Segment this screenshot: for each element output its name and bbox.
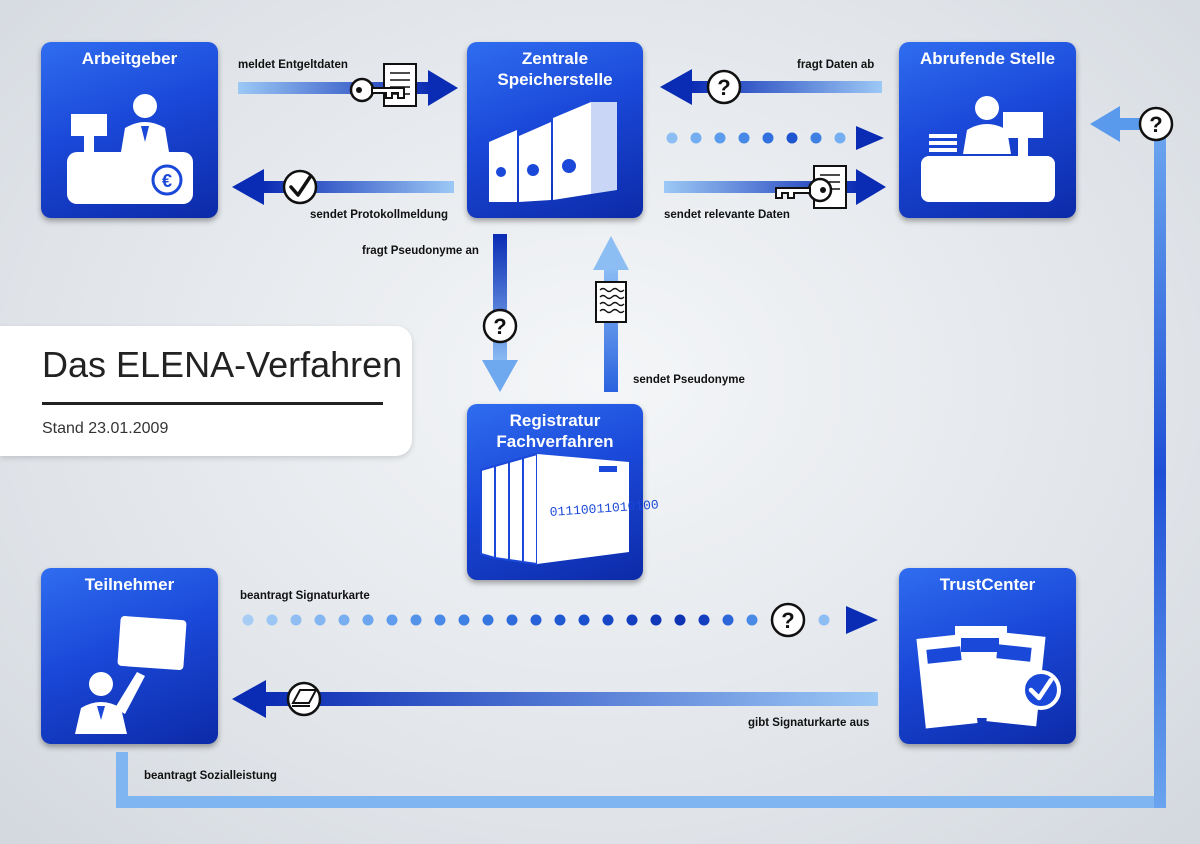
node-title: Registratur Fachverfahren (467, 410, 643, 452)
label-sendet-pseudonyme: sendet Pseudonyme (633, 374, 745, 386)
office-desk-icon (921, 96, 1055, 202)
label-sendet-relevante-daten: sendet relevante Daten (664, 209, 790, 221)
node-arbeitgeber[interactable]: Arbeitgeber € (41, 42, 218, 218)
server-cabinets-icon (489, 102, 617, 202)
cashier-desk-icon: € (67, 94, 193, 204)
checkmark-icon (282, 169, 318, 205)
arrow-sendet-protokollmeldung (232, 169, 454, 205)
node-title: Zentrale Speicherstelle (467, 48, 643, 90)
node-trustcenter[interactable]: TrustCenter (899, 568, 1076, 744)
arrow-gibt-signaturkarte (232, 680, 878, 718)
label-fragt-daten-ab: fragt Daten ab (797, 59, 875, 71)
label-beantragt-signaturkarte: beantragt Signaturkarte (240, 590, 370, 602)
file-folders-icon: 01110011010100 (480, 452, 659, 566)
arrow-meldet-entgeltdaten (238, 70, 458, 106)
dotted-arrow-to-abrufende (666, 126, 884, 150)
person-with-card-icon (75, 616, 187, 734)
signature-card-icon (286, 681, 322, 717)
node-title: Teilnehmer (84, 575, 175, 594)
label-beantragt-sozialleistung: beantragt Sozialleistung (144, 770, 277, 782)
node-abrufende-stelle[interactable]: Abrufende Stelle (899, 42, 1076, 218)
title-panel: Das ELENA-Verfahren Stand 23.01.2009 (0, 326, 412, 456)
question-badge-sozialleistung: ? (1138, 106, 1174, 142)
svg-text:?: ? (781, 608, 794, 633)
arrow-fragt-daten-ab (660, 69, 882, 105)
label-meldet-entgeltdaten: meldet Entgeltdaten (238, 59, 348, 71)
node-title: Abrufende Stelle (919, 49, 1056, 68)
label-sendet-protokollmeldung: sendet Protokollmeldung (310, 209, 449, 221)
svg-text:?: ? (1149, 112, 1162, 137)
dotted-arrow-beantragt-signaturkarte (242, 606, 878, 634)
svg-text:?: ? (493, 314, 506, 339)
svg-text:?: ? (717, 75, 730, 100)
key-document-icon-relevante (775, 165, 847, 209)
label-gibt-signaturkarte-aus: gibt Signaturkarte aus (748, 717, 870, 729)
node-title-line1: Zentrale (521, 49, 589, 68)
svg-text:€: € (162, 171, 172, 191)
pseudonym-note-icon (595, 281, 627, 323)
question-badge-pseudonyme: ? (482, 308, 518, 344)
node-title: TrustCenter (939, 575, 1036, 594)
node-zentrale-speicherstelle[interactable]: Zentrale Speicherstelle (467, 42, 643, 218)
title-divider (42, 402, 383, 405)
question-badge-signaturkarte: ? (770, 602, 806, 638)
page-title: Das ELENA-Verfahren (42, 344, 403, 385)
node-registratur-fachverfahren[interactable]: Registratur Fachverfahren 01110011010100 (467, 404, 659, 580)
page-subtitle: Stand 23.01.2009 (42, 420, 169, 437)
key-document-icon (349, 63, 417, 107)
question-badge-fragt-daten: ? (706, 69, 742, 105)
node-title-line1: Registratur (509, 411, 601, 430)
node-title: Arbeitgeber (81, 49, 178, 68)
documents-check-icon (916, 626, 1061, 729)
node-title-line2: Speicherstelle (497, 70, 613, 89)
node-teilnehmer[interactable]: Teilnehmer (41, 568, 218, 744)
loop-beantragt-sozialleistung (116, 106, 1166, 808)
node-title-line2: Fachverfahren (496, 432, 614, 451)
label-fragt-pseudonyme-an: fragt Pseudonyme an (362, 245, 479, 257)
